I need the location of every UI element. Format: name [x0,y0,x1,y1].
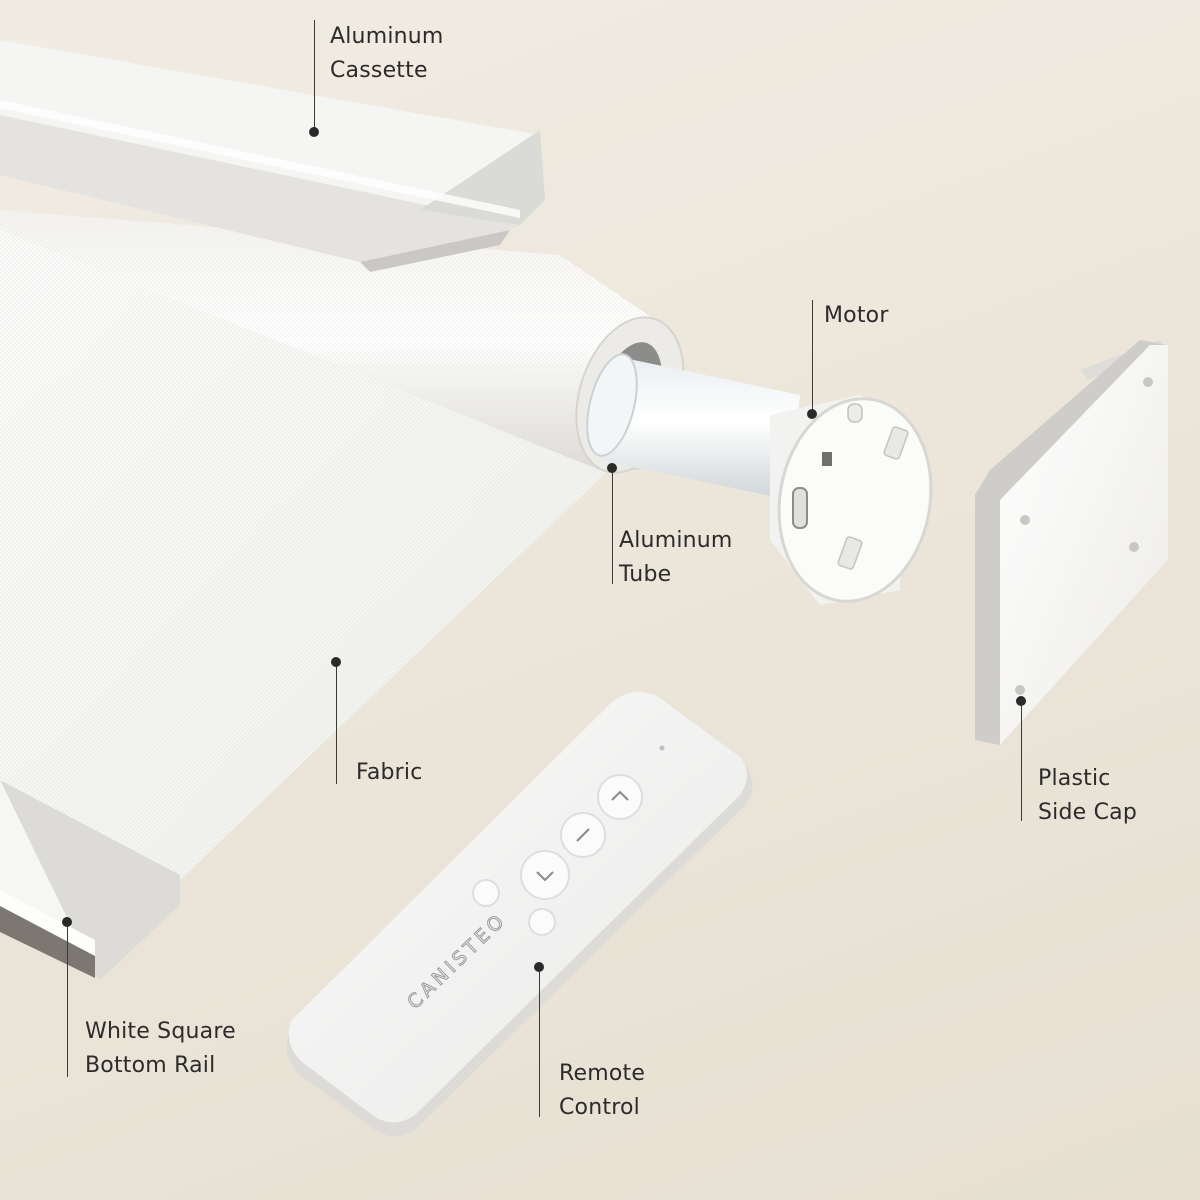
remote-leader-line [539,967,540,1117]
plastic-side-cap [975,340,1168,745]
side-cap-dot [1016,696,1026,706]
fabric-leader-line [336,662,337,784]
callout-motor: Motor [824,299,889,333]
cassette-leader-line [314,20,315,132]
callout-aluminum-tube: Aluminum Tube [619,524,733,592]
callout-line: Fabric [356,760,423,785]
motor-leader-line [812,300,813,414]
aluminum-tube [586,353,800,500]
callout-line: Tube [619,562,672,587]
tube-dot [607,463,617,473]
bottom-rail [0,780,180,980]
bottom-rail-leader-line [67,922,68,1077]
motor-head [770,395,933,605]
callout-line: Control [559,1095,640,1120]
fabric-dot [331,657,341,667]
tube-leader-line [612,468,613,584]
callout-fabric: Fabric [356,756,423,790]
callout-line: Aluminum [330,24,444,49]
callout-white-square-bottom-rail: White Square Bottom Rail [85,1015,236,1083]
remote-dot [534,962,544,972]
remote-control: CANISTEO [286,691,753,1137]
callout-line: White Square [85,1019,236,1044]
callout-line: Side Cap [1038,800,1137,825]
callout-line: Remote [559,1061,646,1086]
callout-remote-control: Remote Control [559,1057,645,1125]
bottom-rail-dot [62,917,72,927]
callout-line: Plastic [1038,766,1111,791]
callout-plastic-side-cap: Plastic Side Cap [1038,762,1137,830]
callout-line: Cassette [330,58,428,83]
callout-line: Aluminum [619,528,733,553]
callout-line: Motor [824,303,889,328]
cassette-dot [309,127,319,137]
aluminum-cassette [0,40,545,272]
motor-dot [807,409,817,419]
callout-line: Bottom Rail [85,1053,216,1078]
side-cap-leader-line [1021,701,1022,821]
callout-aluminum-cassette: Aluminum Cassette [330,20,444,88]
